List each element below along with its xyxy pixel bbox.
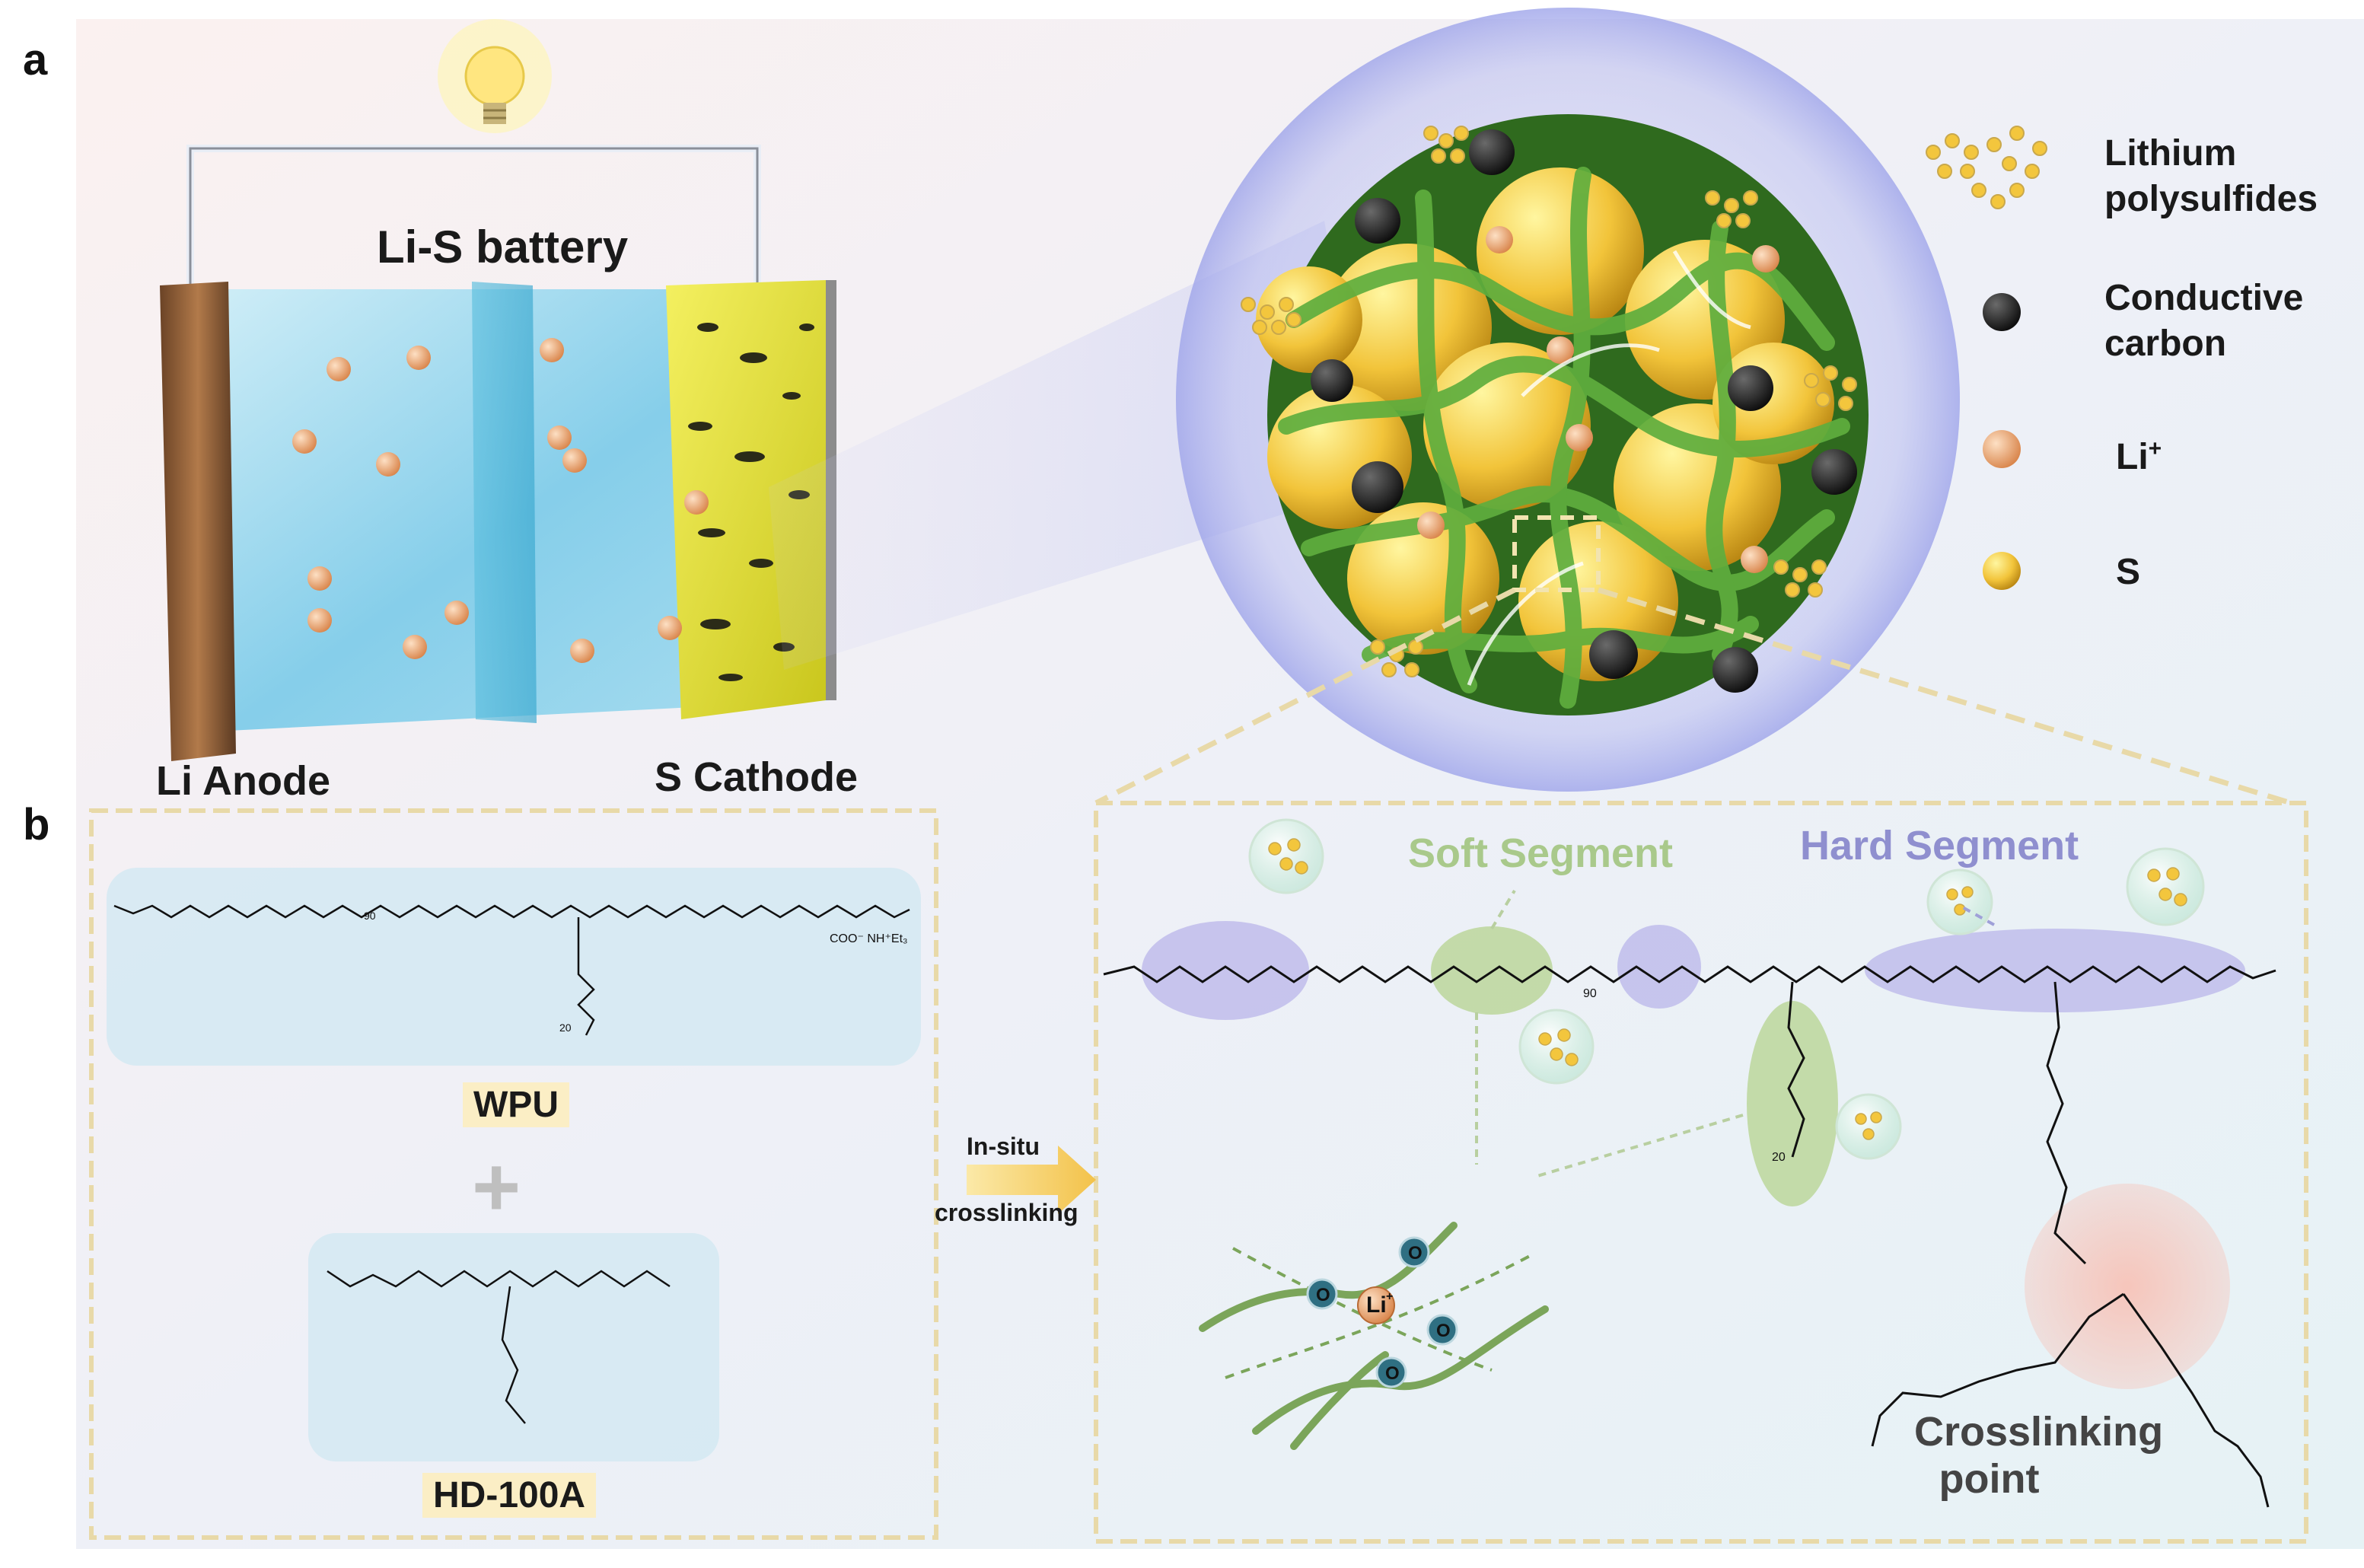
segment-arrows: [1475, 889, 1744, 1178]
oxygen-2: O: [1316, 1285, 1330, 1305]
li-ion-icon: [1983, 430, 2021, 468]
chain-repeat-20: 20: [1772, 1151, 1786, 1164]
hd100a-label: HD-100A: [422, 1473, 597, 1518]
left-box: [89, 808, 938, 1540]
legend-icons: [1926, 126, 2047, 590]
legend-polysulfides: Lithium polysulfides: [2104, 133, 2318, 219]
legend-carbon: Conductive carbon: [2104, 278, 2304, 364]
wpu-repeat-20: 20: [559, 1021, 572, 1034]
wpu-repeat-90: 90: [364, 910, 376, 922]
legend-li-ion: Li+: [2116, 436, 2162, 477]
cathode-particle: [1176, 8, 1960, 792]
li-ions: [292, 338, 709, 663]
plus-sign: +: [472, 1140, 521, 1234]
wpu-structure: [113, 904, 910, 1036]
polymer-backbone: [1103, 965, 2276, 1508]
legend-sulfur: S: [2116, 552, 2141, 592]
wpu-label: WPU: [463, 1082, 569, 1127]
soft-segment-ellipse-2: [1747, 1001, 1838, 1206]
hard-segment-arrow: [1959, 904, 1995, 926]
wpu-salt-label: COO⁻ NH⁺Et₃: [830, 932, 908, 945]
zoom-lines: [1094, 587, 2292, 806]
oxygen-3: O: [1436, 1321, 1451, 1341]
arrow-label-bottom: crosslinking: [935, 1199, 1078, 1226]
li-ion-label: Li: [1366, 1292, 1387, 1318]
soft-segment-label: Soft Segment: [1408, 830, 1674, 876]
conductive-carbon-icon: [1983, 293, 2021, 331]
polysulfide-clusters: [1241, 126, 1857, 677]
sulfur-icon: [1983, 552, 2021, 590]
hard-segment-label: Hard Segment: [1800, 823, 2079, 868]
hd100a-structure: [327, 1270, 671, 1424]
bubble-polysulfides: [1268, 838, 2187, 1140]
chain-repeat-90: 90: [1583, 987, 1597, 1000]
light-bulb-icon: [438, 19, 552, 133]
panel-label-a: a: [23, 35, 48, 84]
lithium-polysulfides-icon: [1926, 126, 2047, 209]
crosslinking-point-glow: [2025, 1184, 2230, 1389]
hd100a-card: [308, 1233, 719, 1461]
anode-label: Li Anode: [156, 758, 330, 804]
arrow-label-top: In-situ: [967, 1133, 1040, 1160]
li-anode: [160, 282, 236, 761]
crosslinking-point-label: Crosslinking point: [1914, 1409, 2164, 1502]
separator: [472, 282, 537, 723]
hard-segment-ellipse-1: [1142, 921, 1309, 1020]
battery-title: Li-S battery: [377, 221, 629, 272]
li-coordination: [1199, 1222, 1549, 1450]
oxygen-4: O: [1385, 1363, 1400, 1384]
in-situ-arrow: [967, 1146, 1096, 1214]
panel-label-b: b: [23, 800, 50, 849]
hard-segment-ellipse-2: [1617, 925, 1701, 1009]
circuit-wire: [189, 147, 759, 304]
cathode-label: S Cathode: [655, 754, 859, 800]
li-ion-sup: +: [1386, 1290, 1393, 1303]
wpu-card: [107, 868, 921, 1066]
oxygen-1: O: [1408, 1243, 1423, 1264]
